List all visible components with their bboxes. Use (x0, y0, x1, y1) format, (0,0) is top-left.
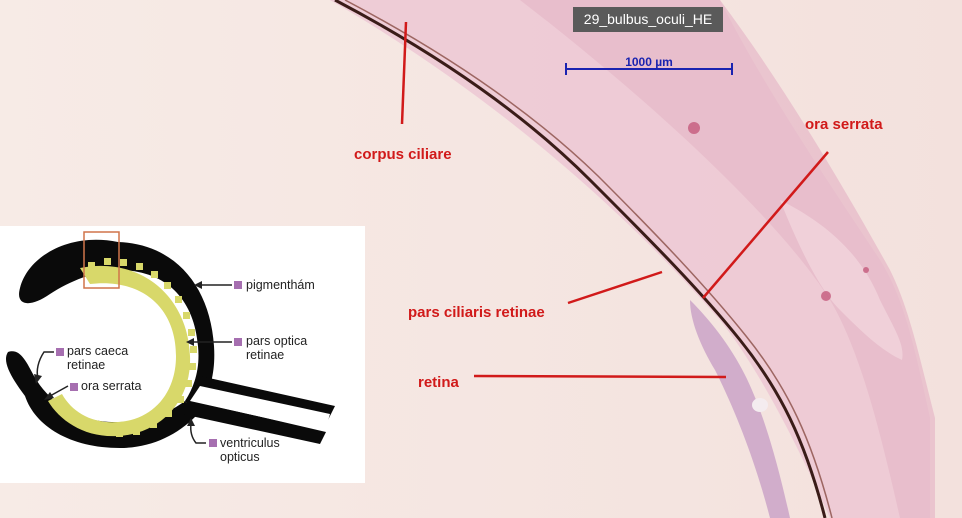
retina-layer (690, 300, 790, 518)
image-title: 29_bulbus_oculi_HE (573, 7, 723, 32)
retina-vacuole (752, 398, 768, 412)
label-corpus-ciliare: corpus ciliare (354, 146, 452, 163)
scale-bar-label: 1000 µm (625, 55, 673, 69)
label-pars-caeca-2: retinae (67, 358, 106, 372)
label-ventriculus: ventriculus (220, 436, 280, 450)
label-pars-ciliaris-retinae: pars ciliaris retinae (408, 304, 545, 321)
label-retina: retina (418, 374, 459, 391)
marker-icon (234, 281, 242, 289)
marker-icon (209, 439, 217, 447)
marker-icon (234, 338, 242, 346)
pigment-line (334, 0, 827, 518)
vessel (863, 267, 869, 273)
pointer-retina (473, 374, 727, 379)
label-pars-optica-2: retinae (246, 348, 285, 362)
pigment-line-2 (344, 0, 833, 518)
label-ora-serrata: ora serrata (805, 116, 883, 133)
pointer-corpus-ciliare (400, 21, 408, 125)
eye-cup-drawing (5, 231, 335, 448)
label-ora-serrata-inset: ora serrata (81, 379, 142, 393)
label-pigmentham: pigmenthám (246, 278, 315, 292)
vessel (688, 122, 700, 134)
marker-icon (56, 348, 64, 356)
pointer-pars-ciliaris (567, 270, 663, 305)
label-ventriculus-2: opticus (220, 450, 260, 464)
tissue-ragged (780, 200, 903, 360)
eye-cup-diagram: pigmenthám pars optica retinae pars caec… (0, 226, 365, 483)
pointer-ora-serrata (702, 151, 829, 299)
label-pars-caeca: pars caeca (67, 344, 129, 358)
label-pars-optica: pars optica (246, 334, 308, 348)
marker-icon (70, 383, 78, 391)
vessel (821, 291, 831, 301)
